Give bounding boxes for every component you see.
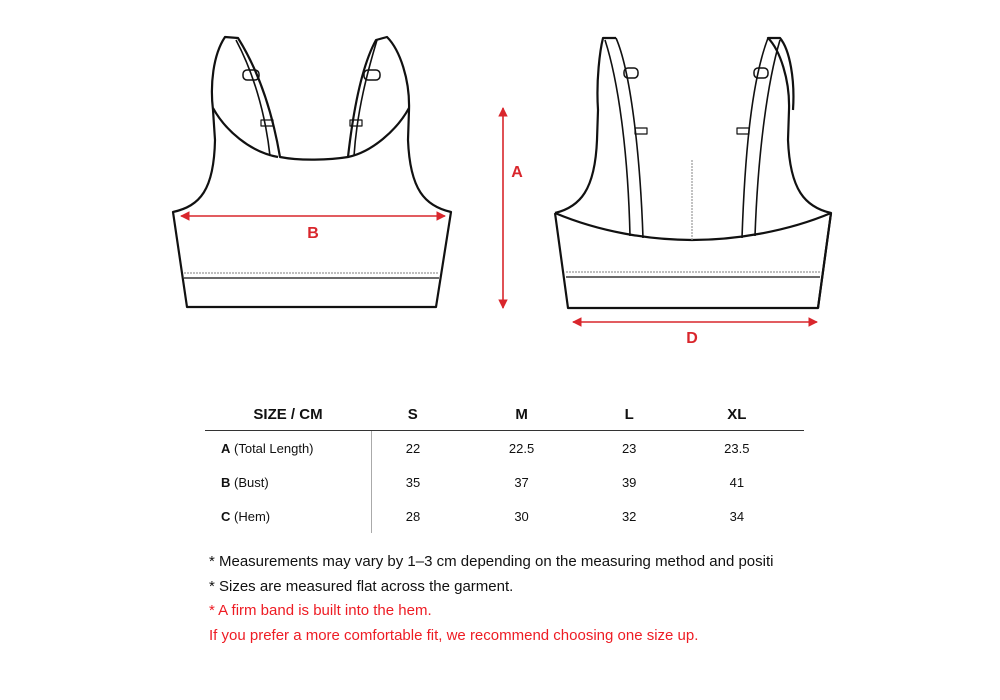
cell: 22.5 xyxy=(508,440,535,456)
label-d: D xyxy=(686,330,698,347)
header-s: S xyxy=(371,398,455,431)
header-xl: XL xyxy=(669,398,804,431)
row-label: A (Total Length) xyxy=(205,430,372,465)
notes: * Measurements may vary by 1–3 cm depend… xyxy=(209,550,805,648)
cell: 28 xyxy=(405,508,421,524)
row-label: C (Hem) xyxy=(205,499,372,533)
header-l: L xyxy=(588,398,670,431)
cell: 35 xyxy=(405,474,421,490)
cell: 23.5 xyxy=(724,440,750,456)
cell: 32 xyxy=(621,508,637,524)
back-view-drawing xyxy=(553,36,833,310)
header-size-cm: SIZE / CM xyxy=(205,398,371,431)
garment-diagrams xyxy=(171,35,833,327)
note-firm-band: * A firm band is built into the hem. xyxy=(209,602,432,619)
note-measured-flat: * Sizes are measured flat across the gar… xyxy=(209,577,514,595)
row-label: B (Bust) xyxy=(205,465,372,499)
header-m: M xyxy=(454,398,589,431)
cell: 41 xyxy=(729,474,745,490)
cell: 37 xyxy=(514,474,529,490)
table-row: C (Hem) 28 30 32 34 xyxy=(205,499,804,533)
note-size-up: If you prefer a more comfortable fit, we… xyxy=(209,626,699,644)
label-b: B xyxy=(307,225,319,242)
cell: 30 xyxy=(514,508,529,524)
table-row: A (Total Length) 22 22.5 23 23.5 xyxy=(205,430,804,465)
size-table: SIZE / CM S M L XL A (Total Length) 22 2… xyxy=(205,398,804,533)
cell: 23 xyxy=(621,440,637,456)
table-row: B (Bust) 35 37 39 41 xyxy=(205,465,804,499)
label-a: A xyxy=(511,164,523,181)
table-header-row: SIZE / CM S M L XL xyxy=(205,398,804,431)
cell: 34 xyxy=(729,508,745,524)
cell: 22 xyxy=(405,440,421,456)
note-measurement-variance: * Measurements may vary by 1–3 cm depend… xyxy=(209,553,774,570)
cell: 39 xyxy=(621,474,637,490)
front-view-drawing xyxy=(171,35,453,309)
